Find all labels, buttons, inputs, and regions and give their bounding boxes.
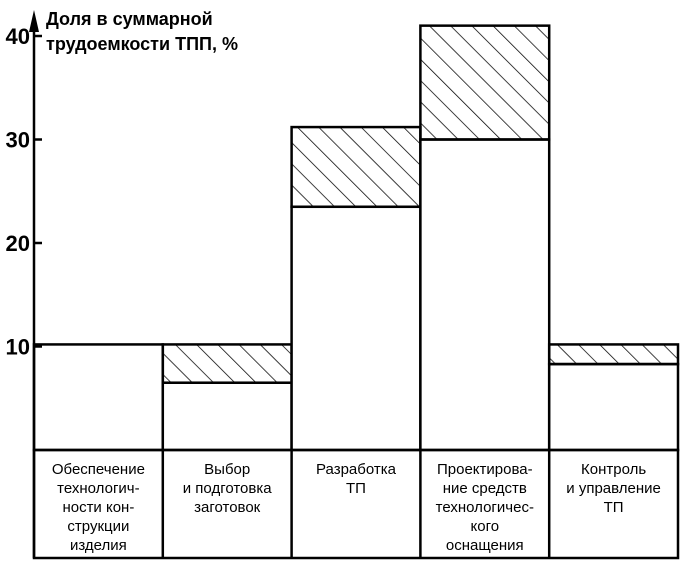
y-axis-title-line-2: трудоемкости ТПП, % (46, 34, 238, 54)
category-label-4-line-5: оснащения (446, 537, 524, 554)
category-table: Обеспечение технологич-ности кон-струкции… (32, 448, 680, 560)
bar-5-plain-segment (547, 362, 680, 452)
bar-4-hatched-segment (419, 24, 551, 141)
category-label-5-line-1: Контроль (581, 461, 646, 478)
category-label-5-line-2: и управление (566, 480, 661, 497)
bar-1-plain-segment (32, 343, 165, 452)
y-axis-arrow (29, 10, 39, 32)
category-label-1-line-1: Обеспечение (52, 461, 145, 478)
category-label-2-line-2: и подготовка (183, 480, 272, 497)
category-label-2-line-3: заготовок (194, 499, 261, 516)
category-label-2-line-1: Выбор (204, 461, 250, 478)
y-tick-label-30: 30 (6, 128, 30, 153)
bar-2-hatched-segment (161, 343, 293, 384)
category-label-3-line-2: ТП (346, 480, 366, 497)
y-tick-label-10: 10 (6, 335, 30, 360)
bars-group (32, 24, 680, 452)
category-label-5-line-3: ТП (604, 499, 624, 516)
category-label-1-line-4: струкции (67, 518, 129, 535)
category-label-1-line-2: технологич- (57, 480, 139, 497)
y-axis-title-line-1: Доля в суммарной (46, 9, 213, 29)
category-label-4-line-1: Проектирова- (437, 461, 533, 478)
bar-2-plain-segment (161, 381, 293, 452)
y-tick-label-20: 20 (6, 231, 30, 256)
category-label-4-line-4: кого (471, 518, 500, 535)
category-label-4-line-2: ние средств (443, 480, 527, 497)
category-label-1-line-3: ности кон- (62, 499, 134, 516)
y-axis: 10 20 30 40 (6, 10, 42, 558)
bar-4-plain-segment (419, 138, 551, 452)
category-label-3-line-1: Разработка (316, 461, 397, 478)
category-label-1-line-5: изделия (70, 537, 127, 554)
bar-3-plain-segment (290, 205, 422, 452)
y-tick-label-40: 40 (6, 24, 30, 49)
category-label-4-line-3: технологичес- (436, 499, 534, 516)
bar-3-hatched-segment (290, 125, 422, 209)
bar-5-hatched-segment (547, 343, 680, 366)
